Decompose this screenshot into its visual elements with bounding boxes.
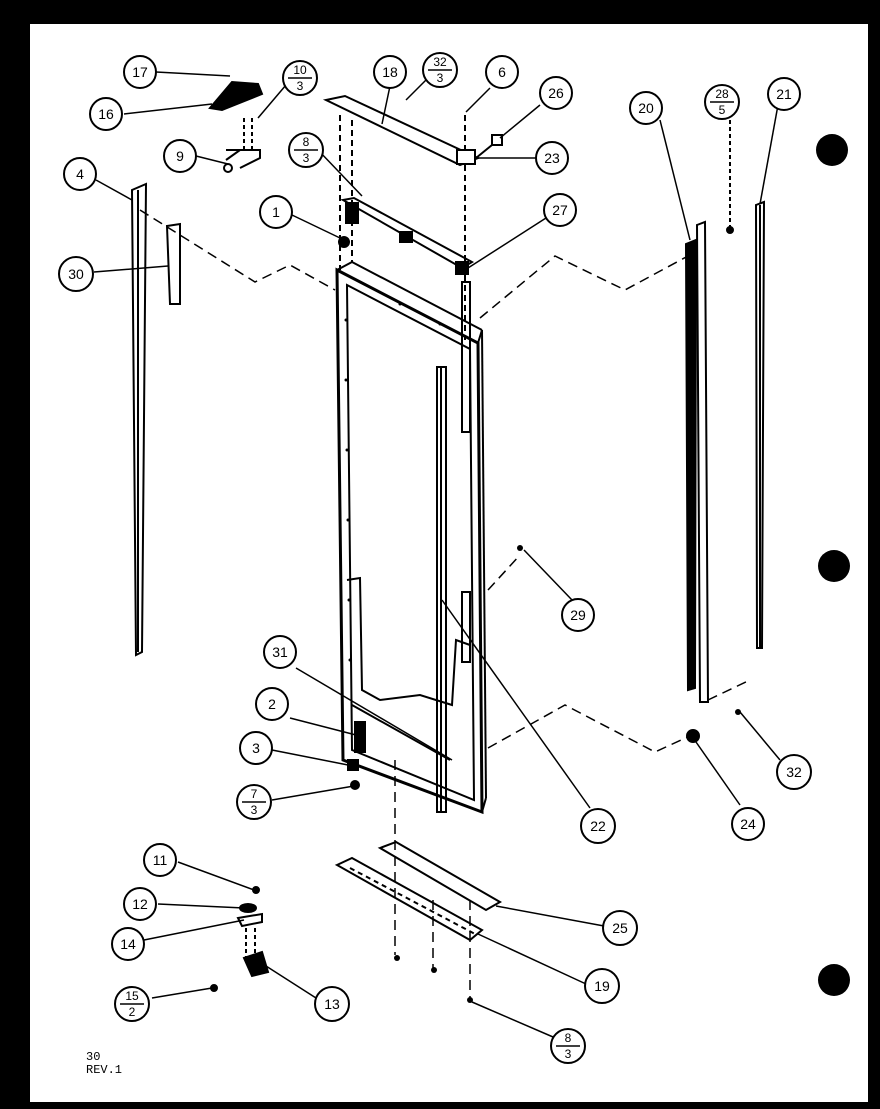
callout-21: 21: [767, 77, 801, 111]
callout-16-label: 16: [98, 106, 114, 122]
callout-26: 26: [539, 76, 573, 110]
callout-23-label: 23: [544, 150, 560, 166]
callout-27: 27: [543, 193, 577, 227]
callout-21-label: 21: [776, 86, 792, 102]
callout-29: 29: [561, 598, 595, 632]
callout-11: 11: [143, 843, 177, 877]
left-trim-strip-4: [130, 182, 181, 657]
callout-10-3-num: 10: [293, 63, 307, 77]
callout-31-label: 31: [272, 644, 288, 660]
punch-hole-bottom: [818, 964, 850, 996]
callout-32: 32: [776, 754, 812, 790]
callout-25: 25: [602, 910, 638, 946]
footer-page-number: 30: [86, 1050, 100, 1064]
callout-6-label: 6: [498, 64, 506, 80]
punch-hole-middle: [818, 550, 850, 582]
callout-10-3: 10 3: [282, 60, 318, 96]
callout-13: 13: [314, 986, 350, 1022]
callout-32-3: 32 3: [422, 52, 458, 88]
leader-lines: [93, 71, 781, 1041]
callout-8-3-top: 8 3: [288, 132, 324, 168]
callout-17-label: 17: [132, 64, 148, 80]
callout-14: 14: [111, 927, 145, 961]
callout-15-2: 15 2: [114, 986, 150, 1022]
callout-28-5-num: 28: [715, 87, 729, 101]
callout-12: 12: [123, 887, 157, 921]
callout-2: 2: [255, 687, 289, 721]
callout-15-2-den: 2: [129, 1005, 136, 1019]
callout-3: 3: [239, 731, 273, 765]
callout-32-3-num: 32: [433, 55, 447, 69]
bottom-hinge-parts: [347, 704, 451, 790]
callout-15-2-num: 15: [125, 989, 139, 1003]
bottom-bars: [334, 840, 503, 942]
callout-32-label: 32: [786, 764, 802, 780]
callout-30-label: 30: [68, 266, 84, 282]
callout-20: 20: [629, 91, 663, 125]
callout-17: 17: [123, 55, 157, 89]
callout-26-label: 26: [548, 85, 564, 101]
callout-24-label: 24: [740, 816, 756, 832]
callout-25-label: 25: [612, 920, 628, 936]
callout-27-label: 27: [552, 202, 568, 218]
callout-1: 1: [259, 195, 293, 229]
alignment-lines: [139, 209, 751, 1000]
callout-22-label: 22: [590, 818, 606, 834]
callout-8-3-top-num: 8: [303, 135, 310, 149]
callout-2-label: 2: [268, 696, 276, 712]
callout-22: 22: [580, 808, 616, 844]
callout-11-label: 11: [153, 852, 168, 868]
callout-8-3-top-den: 3: [303, 151, 310, 165]
callout-7-3: 7 3: [236, 784, 272, 820]
callout-28-5-den: 5: [719, 103, 726, 117]
callout-6: 6: [485, 55, 519, 89]
callout-18: 18: [373, 55, 407, 89]
callout-13-label: 13: [324, 996, 340, 1012]
callout-14-label: 14: [120, 936, 136, 952]
screws-bottom: [394, 545, 741, 1003]
callout-29-label: 29: [570, 607, 586, 623]
bracket-23: [456, 115, 503, 340]
gasket-strip-22: [436, 366, 447, 813]
callout-8-3-bottom: 8 3: [550, 1028, 586, 1064]
callout-19-label: 19: [594, 978, 610, 994]
callout-18-label: 18: [382, 64, 398, 80]
callout-9-label: 9: [176, 148, 184, 164]
callout-24: 24: [731, 807, 765, 841]
callout-8-3-bottom-den: 3: [565, 1047, 572, 1061]
callout-8-3-bottom-num: 8: [565, 1031, 572, 1045]
punch-hole-top: [816, 134, 848, 166]
callout-16: 16: [89, 97, 123, 131]
right-gasket-strips: [684, 120, 766, 743]
callout-1-label: 1: [272, 204, 280, 220]
top-hinge-assembly: [208, 80, 264, 173]
callout-7-3-den: 3: [251, 803, 258, 817]
callout-7-3-num: 7: [251, 787, 258, 801]
callout-28-5: 28 5: [704, 84, 740, 120]
callout-32-3-den: 3: [437, 71, 444, 85]
callout-23: 23: [535, 141, 569, 175]
callout-31: 31: [263, 635, 297, 669]
callout-4-label: 4: [76, 166, 84, 182]
callout-19: 19: [584, 968, 620, 1004]
callout-10-3-den: 3: [297, 79, 304, 93]
callout-3-label: 3: [252, 740, 260, 756]
footer-revision: REV.1: [86, 1063, 122, 1077]
callout-30: 30: [58, 256, 94, 292]
callout-12-label: 12: [132, 896, 148, 912]
callout-4: 4: [63, 157, 97, 191]
callout-9: 9: [163, 139, 197, 173]
callout-20-label: 20: [638, 100, 654, 116]
lower-hinge-assembly: [210, 886, 270, 992]
